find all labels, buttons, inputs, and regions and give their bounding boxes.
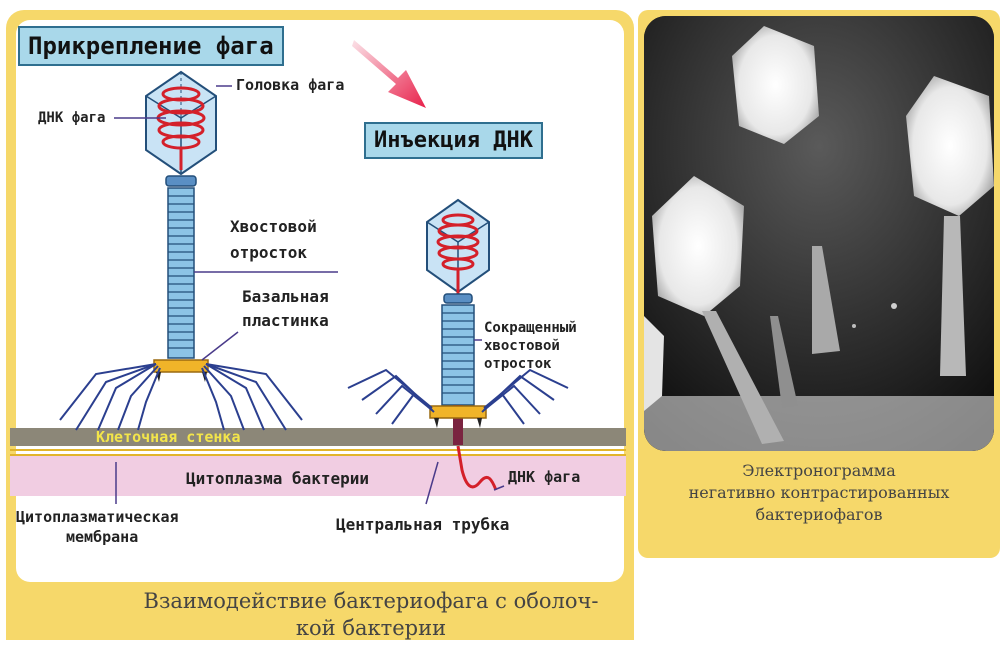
label-membrane-2: мембрана [66, 528, 138, 546]
label-dna-left: ДНК фага [38, 110, 105, 126]
tail-fibers [60, 364, 302, 430]
diagram-panel: Прикрепление фага Инъекция ДНК Клеточная… [6, 10, 634, 640]
phage-diagram: Клеточная стенка [6, 10, 634, 585]
label-basal-2: пластинка [242, 311, 329, 330]
label-contracted-3: отросток [484, 356, 552, 372]
label-head: Головка фага [236, 76, 344, 94]
cell-wall-label: Клеточная стенка [96, 428, 241, 446]
micrograph-panel: Электронограмма негативно контрастирован… [638, 10, 1000, 558]
label-contracted-2: хвостовой [484, 338, 560, 354]
micrograph-caption-line-3: бактериофагов [638, 504, 1000, 526]
label-cytoplasm: Цитоплазма бактерии [186, 469, 369, 488]
label-dna-right: ДНК фага [508, 468, 580, 486]
diagram-caption-line-2: кой бактерии [121, 615, 621, 642]
micrograph-caption: Электронограмма негативно контрастирован… [638, 460, 1000, 526]
micrograph-caption-line-2: негативно контрастированных [638, 482, 1000, 504]
transition-arrow [352, 40, 426, 108]
electron-micrograph [644, 16, 994, 451]
micrograph-image [644, 16, 994, 451]
label-membrane-1: Цитоплазматическая [16, 508, 179, 526]
label-tail-2: отросток [230, 243, 307, 262]
label-contracted-1: Сокращенный [484, 320, 577, 336]
micrograph-caption-line-1: Электронограмма [638, 460, 1000, 482]
diagram-caption: Взаимодействие бактериофага с оболоч- ко… [121, 588, 621, 642]
label-tail-1: Хвостовой [230, 217, 317, 236]
diagram-caption-line-1: Взаимодействие бактериофага с оболоч- [121, 588, 621, 615]
label-basal-1: Базальная [242, 287, 329, 306]
label-central-tube: Центральная трубка [336, 515, 509, 534]
